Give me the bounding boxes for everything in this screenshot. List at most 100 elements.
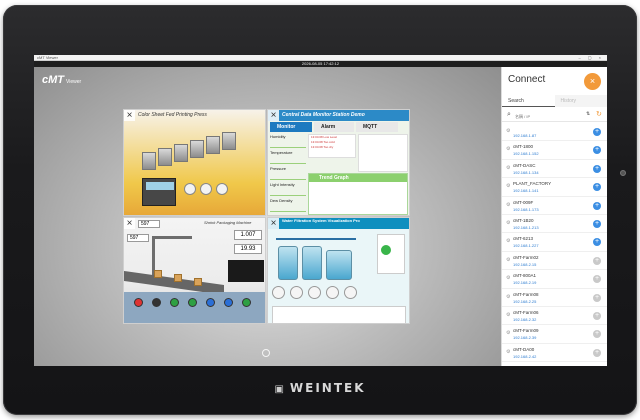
close-panel-button[interactable]: ×	[584, 73, 601, 90]
device-ip: 192.168.2.15	[513, 261, 537, 267]
alarm-entry: 13:04:08 Too dry	[311, 145, 334, 149]
add-device-button[interactable]: +	[593, 275, 601, 284]
device-name: cMT-800A1	[513, 273, 537, 279]
tab-history[interactable]: History	[554, 95, 607, 107]
project-tile-printing-press[interactable]: × Color Sheet Fed Printing Press	[123, 109, 266, 216]
package-icon	[154, 270, 162, 278]
add-device-button[interactable]: +	[593, 183, 601, 192]
tile-tabs: Monitor Alarm MQTT	[268, 122, 409, 132]
weintek-logo-icon: ▣	[274, 384, 286, 395]
device-icon: ⚙	[506, 330, 511, 337]
package-icon	[174, 274, 182, 282]
add-device-button[interactable]: +	[593, 219, 601, 228]
button-bar	[124, 292, 265, 323]
window-titlebar: cMT Viewer – ▢ ×	[34, 55, 607, 61]
round-button-icon	[242, 298, 251, 307]
flow-chart	[272, 306, 406, 323]
tank-icon	[302, 246, 322, 280]
device-icon: ⚙	[506, 164, 511, 171]
refresh-icon[interactable]: ↻	[596, 111, 602, 118]
settings-icon[interactable]	[262, 349, 270, 357]
round-button-icon	[170, 298, 179, 307]
device-name: cMT-Farm02	[513, 254, 539, 260]
tile-title: Central Data Monitor Station Demo	[282, 112, 365, 118]
tank-icon	[278, 246, 298, 280]
control-panel	[228, 260, 264, 282]
brand-text: WEINTEK	[289, 381, 366, 395]
close-icon[interactable]: ×	[124, 110, 135, 121]
round-button-icon	[224, 298, 233, 307]
value-display: 1.007	[234, 230, 262, 240]
device-ip: 192.168.1.134	[513, 169, 539, 175]
device-icon: ⚙	[506, 311, 511, 318]
add-device-button[interactable]: +	[593, 311, 601, 320]
logo-main: cMT	[42, 74, 64, 86]
pipe-illustration	[276, 238, 356, 240]
close-icon[interactable]: ×	[268, 110, 279, 121]
add-device-button[interactable]: +	[593, 128, 601, 136]
search-input[interactable]	[515, 112, 565, 120]
add-device-button[interactable]: +	[593, 256, 601, 265]
tab-search[interactable]: Search	[502, 95, 555, 107]
trend-title: Trend Graph	[309, 174, 407, 182]
device-icon: ⚙	[506, 183, 511, 190]
device-ip: 192.168.2.39	[513, 335, 537, 341]
add-device-button[interactable]: +	[593, 146, 601, 155]
device-name: cMT-1800	[513, 144, 534, 150]
round-button-icon	[206, 298, 215, 307]
sort-icon[interactable]: ⇅	[586, 111, 591, 117]
project-tile-shrink-packaging[interactable]: × 597 Shrink Packaging Machine 597 1.007…	[123, 217, 266, 324]
status-clock: 2026-08-05 17:42:12	[301, 61, 340, 66]
device-name: cMT-1B20	[513, 217, 534, 223]
device-list-item[interactable]: ⚙192.168.1.87+	[502, 123, 607, 142]
gauge-icon	[200, 183, 212, 195]
device-icon: ⚙	[506, 146, 511, 153]
project-tile-water-filtration[interactable]: × Water Filtration System Visualization …	[267, 217, 410, 324]
logo-sub: Viewer	[66, 79, 82, 85]
device-ip: 192.168.2.32	[513, 316, 537, 322]
trend-graph: Trend Graph	[308, 173, 408, 215]
tab-alarm: Alarm	[314, 122, 354, 132]
device-list-item[interactable]: ⚙cMT-Farm10+	[502, 362, 607, 366]
device-ip: 192.168.1.213	[513, 224, 539, 230]
add-device-button[interactable]: +	[593, 201, 601, 210]
screen: cMT Viewer – ▢ × 2026-08-05 17:42:12 cMT…	[34, 55, 607, 366]
panel-title: Connect	[508, 74, 546, 85]
tile-header: Water Filtration System Visualization Pr…	[268, 218, 409, 229]
close-icon[interactable]: ×	[268, 218, 279, 229]
window-controls[interactable]: – ▢ ×	[578, 55, 604, 60]
round-button-icon	[188, 298, 197, 307]
add-device-button[interactable]: +	[593, 238, 601, 247]
tab-monitor: Monitor	[270, 122, 312, 132]
tab-mqtt: MQTT	[356, 122, 398, 132]
window-title: cMT Viewer	[37, 55, 58, 60]
sensor-label: Light Intensity	[270, 182, 306, 196]
device-name: cMT-6213	[513, 236, 534, 242]
tile-title: Shrink Packaging Machine	[204, 220, 252, 225]
package-icon	[194, 278, 202, 286]
add-device-button[interactable]: +	[593, 293, 601, 302]
add-device-button[interactable]: +	[593, 348, 601, 357]
project-tile-central-monitor[interactable]: × Central Data Monitor Station Demo Moni…	[267, 109, 410, 216]
add-device-button[interactable]: +	[593, 330, 601, 339]
machines-illustration	[142, 132, 250, 176]
close-icon[interactable]: ×	[124, 218, 135, 229]
alarm-list: 13:04:08 Low Level 13:04:08 Too cold 13:…	[308, 134, 356, 158]
power-panel	[377, 234, 405, 274]
gauge-row	[272, 286, 372, 304]
device-ip: 192.168.1.173	[513, 206, 539, 212]
add-device-button[interactable]: +	[593, 164, 601, 173]
